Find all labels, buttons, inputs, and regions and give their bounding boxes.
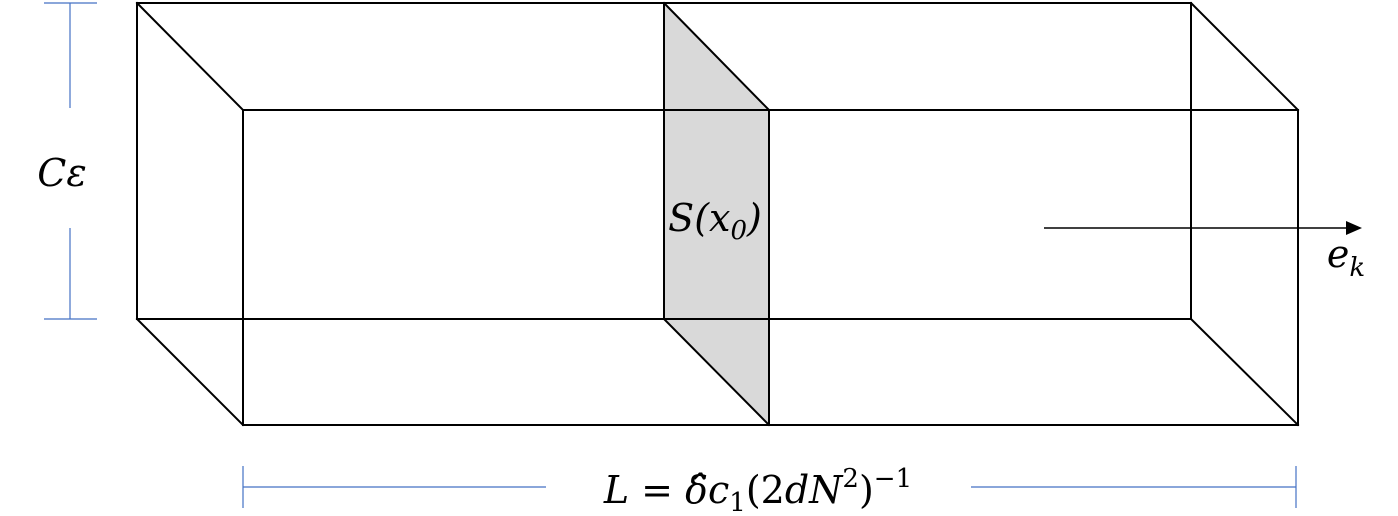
- edge-top-left: [135, 1, 245, 112]
- direction-arrow-head: [1346, 221, 1362, 235]
- direction-label: ek: [1327, 232, 1365, 283]
- height-label: Cε: [37, 151, 86, 195]
- height-dimension: [44, 2, 97, 320]
- section-label: S(x0): [668, 196, 762, 246]
- section-top-edge: [662, 1, 771, 112]
- front-face: [242, 109, 1299, 426]
- length-dimension: [242, 466, 1297, 508]
- section-bottom-edge: [662, 317, 771, 427]
- edge-top-right: [1189, 1, 1300, 112]
- edge-bottom-right: [1189, 317, 1300, 427]
- length-label: L = δ̂c1(2dN2)−1: [603, 464, 912, 516]
- edge-bottom-left: [135, 317, 245, 427]
